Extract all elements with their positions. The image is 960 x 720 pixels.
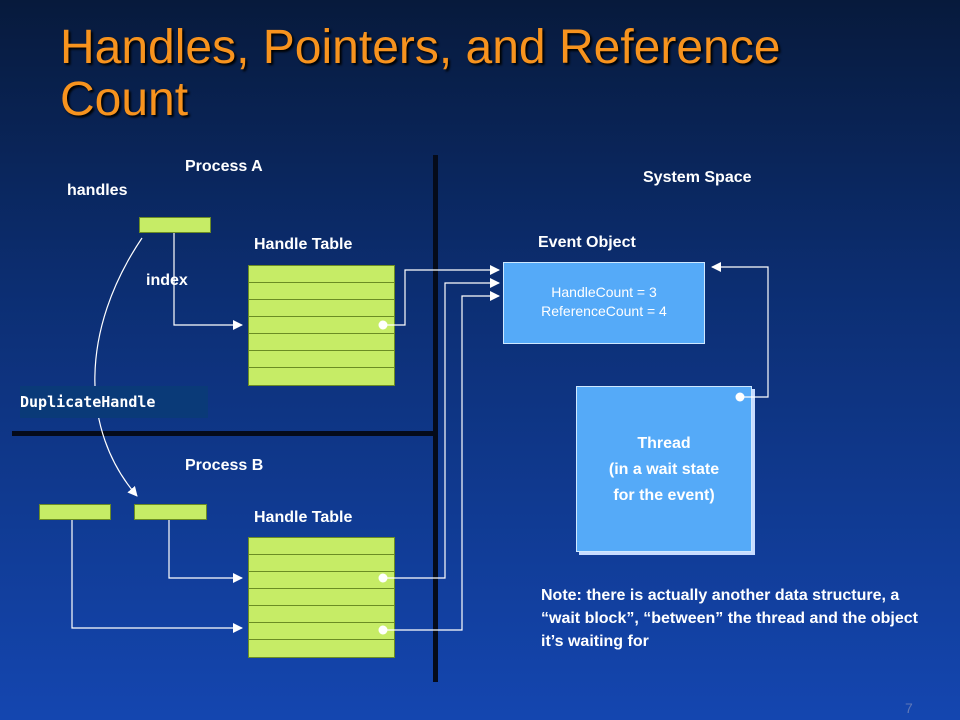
table-row (249, 300, 394, 317)
thread-line-2: (in a wait state (608, 461, 720, 478)
system-space-label: System Space (643, 169, 752, 186)
table-b-entry-dot-1 (378, 573, 388, 583)
reference-count-text: ReferenceCount = 4 (541, 303, 667, 319)
table-row (249, 606, 394, 623)
table-b-pointer-1 (383, 278, 500, 579)
table-b-pointer-2 (383, 291, 500, 631)
handle-table-a-label: Handle Table (254, 236, 353, 253)
thread-line-3: for the event) (613, 487, 715, 504)
process-a-handle (139, 217, 211, 233)
thread-line-1: Thread (637, 435, 691, 452)
handle-table-b (248, 537, 395, 658)
table-row (249, 351, 394, 368)
thread-pointer (711, 262, 769, 398)
process-divider (12, 431, 436, 436)
slide-title: Handles, Pointers, and Reference Count (60, 21, 781, 126)
table-row (249, 266, 394, 283)
process-b-handle-1 (39, 504, 111, 520)
handle-count-text: HandleCount = 3 (551, 284, 657, 300)
table-a-entry-dot (378, 320, 388, 330)
table-row (249, 538, 394, 555)
process-a-label: Process A (185, 158, 263, 175)
index-label: index (146, 272, 188, 289)
table-a-pointer (383, 265, 500, 326)
table-row (249, 555, 394, 572)
event-object-label: Event Object (538, 234, 636, 251)
thread-box: Thread (in a wait state for the event) (576, 386, 752, 552)
page-number: 7 (905, 700, 913, 716)
table-b-entry-dot-2 (378, 625, 388, 635)
table-row (249, 283, 394, 300)
table-row (249, 572, 394, 589)
index-arrow (173, 233, 243, 330)
table-row (249, 334, 394, 351)
handle-table-a (248, 265, 395, 386)
process-b-handle-1-arrow (71, 520, 243, 633)
process-b-handle-2 (134, 504, 207, 520)
note-text: Note: there is actually another data str… (541, 587, 918, 650)
thread-dot (735, 392, 745, 402)
handles-label: handles (67, 182, 128, 199)
process-b-handle-2-arrow (168, 520, 243, 583)
table-row (249, 317, 394, 334)
handle-table-b-label: Handle Table (254, 509, 353, 526)
duplicate-handle-label: DuplicateHandle (20, 386, 208, 418)
duplicate-handle-arrow (94, 237, 143, 497)
event-object-box: HandleCount = 3 ReferenceCount = 4 (503, 262, 705, 344)
system-space-divider (433, 155, 438, 682)
table-row (249, 589, 394, 606)
process-b-label: Process B (185, 457, 264, 474)
table-row (249, 623, 394, 640)
